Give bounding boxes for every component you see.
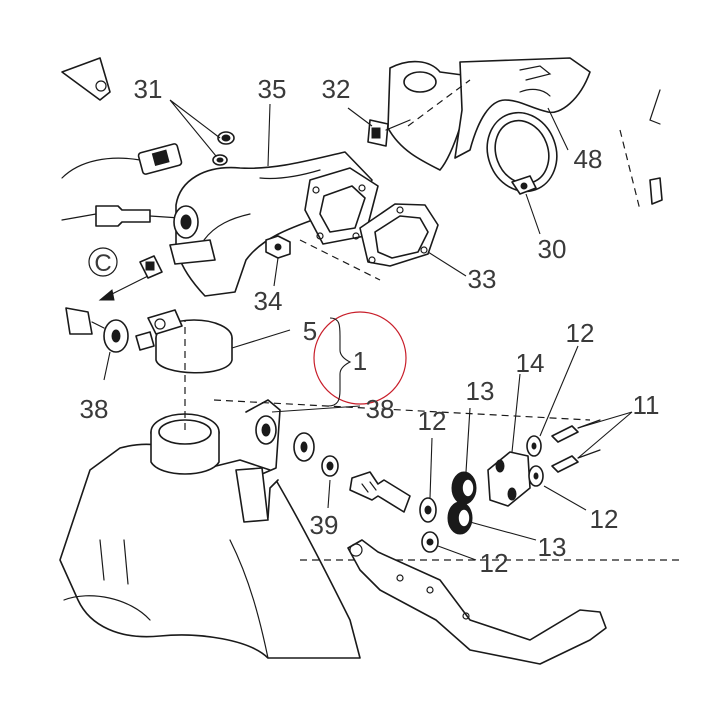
label-31: 31 <box>134 74 163 104</box>
label-12-top: 12 <box>418 406 447 436</box>
label-13-top: 13 <box>466 376 495 406</box>
label-34: 34 <box>254 286 283 316</box>
footrest-lever <box>347 539 607 665</box>
washer-12-b <box>526 435 542 457</box>
label-38-right: 38 <box>366 394 395 424</box>
label-1: 1 <box>353 346 367 376</box>
leader-lines <box>103 99 633 561</box>
gasket-33 <box>359 203 439 267</box>
nut-34 <box>265 235 291 259</box>
mounting-bracket <box>235 399 281 523</box>
callout-letter: C <box>94 250 111 277</box>
washer-12-c <box>528 465 544 487</box>
washer-12-a <box>419 497 437 523</box>
bracket-fragment-top-left <box>61 57 111 101</box>
label-13-bottom: 13 <box>538 532 567 562</box>
cylinder-head-fragment <box>367 60 471 171</box>
label-39: 39 <box>310 510 339 540</box>
washer-38-right <box>293 432 315 462</box>
label-48: 48 <box>574 144 603 174</box>
washer-39 <box>321 455 339 477</box>
part-labels: 31 35 32 48 30 33 34 5 1 38 38 12 13 14 … <box>80 74 660 578</box>
pipe-clamp-5 <box>135 309 233 374</box>
label-14: 14 <box>516 348 545 378</box>
axis-line-right <box>619 129 641 211</box>
axis-line-upper <box>213 399 591 421</box>
label-12-lower-right: 12 <box>590 504 619 534</box>
washer-12-d <box>421 531 439 553</box>
mount-clip <box>139 255 163 279</box>
label-12-bottom: 12 <box>480 548 509 578</box>
exhaust-manifold-35 <box>169 151 379 297</box>
right-edge-fragment <box>649 89 663 205</box>
label-5: 5 <box>303 316 317 346</box>
group-1-highlight <box>313 311 407 405</box>
bolt-31 <box>212 131 235 166</box>
axis-line-head <box>407 79 471 127</box>
engine-cover-48 <box>454 57 591 159</box>
label-33: 33 <box>468 264 497 294</box>
axis-line-manifold <box>299 239 381 281</box>
label-32: 32 <box>322 74 351 104</box>
clamp-30 <box>486 111 558 195</box>
label-38-left: 38 <box>80 394 109 424</box>
gear-13-a <box>451 471 477 505</box>
label-12-upper-right: 12 <box>566 318 595 348</box>
silencer-body <box>59 320 361 659</box>
gear-13-b <box>447 501 473 535</box>
washer-38-left <box>65 307 129 353</box>
callout-c-marker: C <box>88 247 151 301</box>
label-35: 35 <box>258 74 287 104</box>
linkage-plate-14 <box>487 451 531 507</box>
label-30: 30 <box>538 234 567 264</box>
pivot-pin <box>349 471 411 513</box>
sensor-cable <box>61 143 183 227</box>
label-11: 11 <box>633 390 660 420</box>
group-brace <box>327 317 352 407</box>
